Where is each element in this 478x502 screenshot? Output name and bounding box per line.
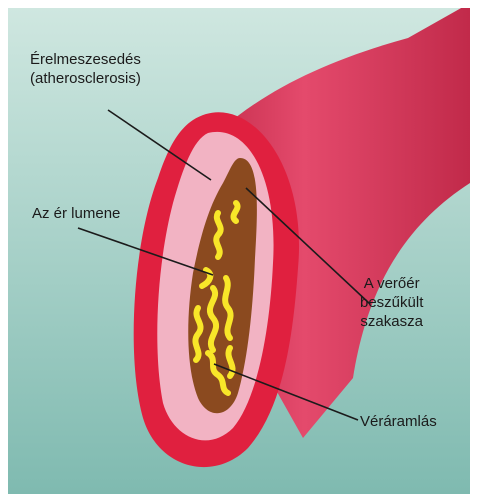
label-narrowed-line2: beszűkült [360,293,423,312]
label-atherosclerosis-line2: (atherosclerosis) [30,69,141,88]
label-lumen: Az ér lumene [32,204,120,223]
label-narrowed-line1: A verőér [360,274,423,293]
artery-diagram: Érelmeszesedés (atherosclerosis) Az ér l… [8,8,470,494]
label-bloodflow-text: Véráramlás [360,412,437,431]
label-lumen-text: Az ér lumene [32,204,120,223]
label-atherosclerosis: Érelmeszesedés (atherosclerosis) [30,50,141,88]
blood-flow-stream [216,213,220,257]
label-narrowed-section: A verőér beszűkült szakasza [360,274,423,331]
label-narrowed-line3: szakasza [360,312,423,331]
blood-flow-stream [195,308,200,360]
label-bloodflow: Véráramlás [360,412,437,431]
blood-flow-stream [225,278,230,338]
label-atherosclerosis-line1: Érelmeszesedés [30,50,141,69]
